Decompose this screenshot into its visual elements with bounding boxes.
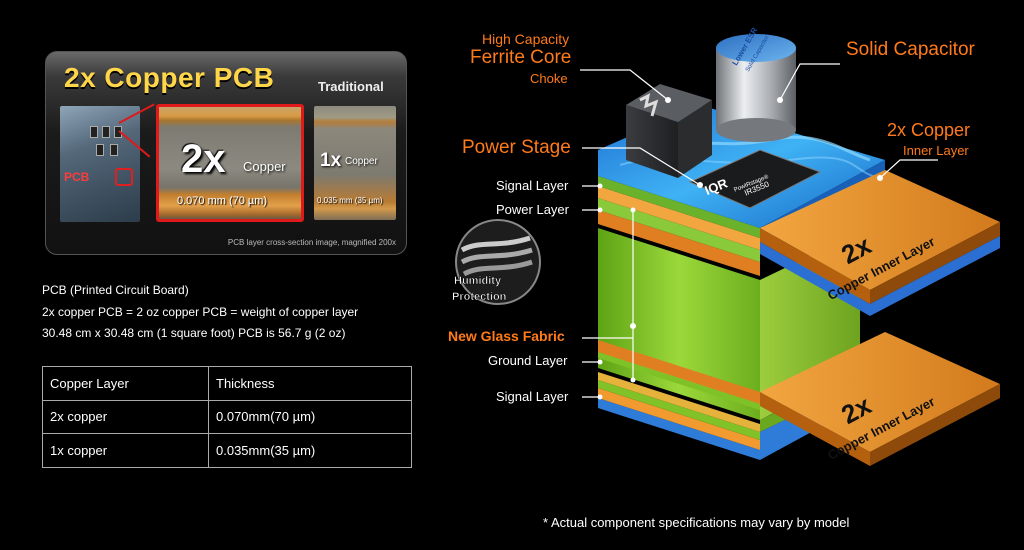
table-header-cell: Thickness [208,366,412,401]
callout-lines [580,63,938,398]
label-power-stage: Power Stage [462,137,571,158]
label-signal-layer-top: Signal Layer [496,178,569,193]
photo-caption: PCB layer cross-section image, magnified… [227,238,396,247]
label-2x-copper: 2x Copper [887,120,971,140]
table-row: 1x copper 0.035mm(35 µm) [42,433,412,468]
choke-r-mark-icon [639,93,659,117]
ferrite-core-choke [626,84,712,178]
callout-dot [597,359,603,365]
description-line: 30.48 cm x 30.48 cm (1 square foot) PCB … [42,326,346,340]
callout-choke [580,69,669,101]
table-header-row: Copper Layer Thickness [42,366,412,401]
bottom-blue-layer [598,398,760,460]
bottom-signal-layer [598,388,760,450]
humidity-protection-badge: Humidity Protection [452,219,541,305]
fabric-weave-icon [460,235,531,253]
bottom-ground-layer [598,372,760,432]
table-cell: 0.035mm(35 µm) [208,433,412,468]
traditional-label: Traditional [318,79,384,94]
table-row: 2x copper 0.070mm(70 µm) [42,399,412,434]
callout-dot [630,377,636,383]
copper-inner-layer-slab-lower [760,332,1000,466]
slab-top-face [760,170,1000,290]
solid-capacitor: Lower ESR Solid Capacitor [716,26,796,142]
callout-dot [665,97,671,103]
bottom-green-layer [598,380,760,440]
callout-dot [877,175,883,181]
label-high-capacity: High Capacity [482,31,570,47]
label-choke: Choke [530,71,568,86]
table-header-cell: Copper Layer [42,366,209,401]
copper-1x-thickness: 0.035 mm (35 µm) [317,196,383,205]
callout-dot [777,97,783,103]
copper-2x-word: Copper [243,159,286,174]
pcb-label: PCB [64,170,90,184]
power-copper-band [598,210,760,276]
pcb-photo: PCB [60,106,140,222]
capacitor-base [716,118,796,142]
chip-body [688,149,822,209]
signal-copper-band [598,186,760,250]
table-cell: 2x copper [42,399,209,434]
protection-text: Protection [452,291,507,303]
callout-dot [630,207,636,213]
callout-dot [697,182,703,188]
fabric-weave-icon [460,247,533,265]
fabric-weave-icon [462,259,533,277]
copper-inner-layer-slab-upper [760,170,1000,316]
table-cell: 1x copper [42,433,209,468]
label-power-layer: Power Layer [496,202,569,217]
pcb-component [102,126,110,138]
panel-title: 2x Copper PCB [64,62,275,93]
callout-dot [630,323,636,329]
slab-top-face [760,332,1000,452]
pcb-component [110,144,118,156]
label-ferrite-core: Ferrite Core [470,47,572,68]
pcb-cross-section-panel: 2x Copper PCB Traditional PCB 2x Copper … [45,51,407,255]
copper-2x-cross-section: 2x Copper 0.070 mm (70 µm) [156,104,304,222]
zoom-highlight-box [115,168,133,186]
copper-2x-multiplier: 2x [181,137,226,181]
choke-top [626,84,712,122]
table-cell: 0.070mm(70 µm) [208,399,412,434]
slab-left-edge [760,228,870,304]
callout-dot [597,183,603,189]
copper-1x-word: Copper [345,156,378,167]
slab-right-edge [870,384,1000,466]
ground-copper-band [598,340,760,404]
disclaimer-note: * Actual component specifications may va… [543,515,850,530]
callout-capacitor [779,63,840,101]
humidity-text: Humidity [454,275,502,287]
choke-left [626,105,678,178]
thin-green-band [598,198,760,262]
pcb-component [90,126,98,138]
copper-2x-thickness: 0.070 mm (70 µm) [177,195,268,207]
callout-power-stage [582,147,701,186]
copper-1x-multiplier: 1x [320,150,342,171]
description-line: 2x copper PCB = 2 oz copper PCB = weight… [42,305,359,319]
choke-right [678,100,712,178]
label-signal-layer-bottom: Signal Layer [496,389,569,404]
callout-copper-inner [879,159,938,179]
callout-dots [597,97,883,400]
thin-green-band [598,176,760,238]
slab-right-edge [870,222,1000,304]
callout-dot [597,207,603,213]
description-line: PCB (Printed Circuit Board) [42,283,189,297]
copper-spec-table: Copper Layer Thickness 2x copper 0.070mm… [42,366,412,468]
power-stage-chip: IQR PowIRstage® IR3550 [688,149,822,209]
callout-dot [597,394,603,400]
label-ground-layer: Ground Layer [488,353,568,368]
label-inner-layer: Inner Layer [903,143,969,158]
glass-fabric-core [598,228,760,420]
thin-green-band [598,352,760,410]
label-solid-capacitor: Solid Capacitor [846,39,975,60]
label-new-glass-fabric: New Glass Fabric [448,328,565,344]
copper-1x-cross-section: 1x Copper 0.035 mm (35 µm) [314,106,396,220]
slab-left-edge [760,392,870,466]
slab-blue-edge [760,236,1000,316]
pcb-component [96,144,104,156]
capacitor-top [716,34,796,62]
